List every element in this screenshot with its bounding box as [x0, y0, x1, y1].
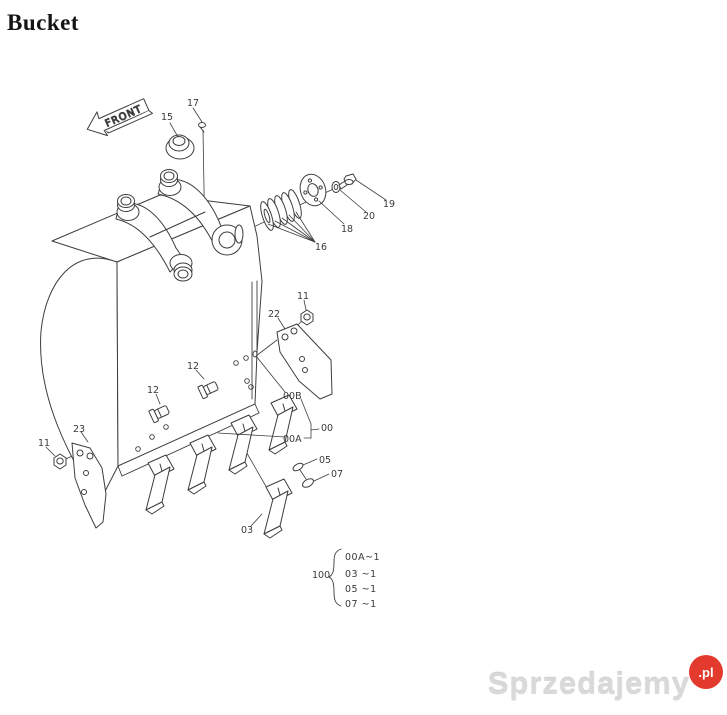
legend-brace: [328, 548, 342, 607]
part-20-washer: [331, 181, 341, 193]
watermark-text: Sprzedajemy: [487, 666, 690, 701]
part-12-bolt-a: [197, 381, 219, 400]
leader-16-fan: [267, 211, 316, 243]
callout-11-lower: 11: [38, 438, 50, 449]
part-19-bolt: [338, 173, 357, 190]
callout-00a: 00A: [283, 434, 302, 445]
part-18-disc: [299, 173, 327, 207]
boss-top-left: [116, 194, 140, 221]
boss-top-right: [158, 169, 182, 196]
exploded-parts-diagram: FRONT: [38, 98, 395, 610]
legend-item-1: 03 ~1: [345, 569, 377, 580]
part-23-side-cutter: [71, 442, 107, 529]
legend-item-2: 05 ~1: [345, 584, 377, 595]
part-03-tooth: [263, 478, 293, 539]
callout-12-b: 12: [147, 385, 159, 396]
legend-group-label: 100: [312, 570, 330, 581]
boss-bottom: [169, 254, 193, 282]
callout-22: 22: [268, 309, 280, 320]
callout-00b: 00B: [283, 391, 302, 402]
pin-hub: [211, 224, 244, 256]
callout-03: 03: [241, 525, 253, 536]
callout-19: 19: [383, 199, 395, 210]
callout-labels: 15 17 16 18 20 19 11 22 00B 00 00A 12 12…: [38, 98, 395, 536]
callout-11-upper: 11: [297, 291, 309, 302]
callout-18: 18: [341, 224, 353, 235]
part-16-shims: [260, 189, 302, 231]
callout-20: 20: [363, 211, 375, 222]
callout-05: 05: [319, 455, 331, 466]
part-17-pin: [198, 122, 206, 133]
callout-23: 23: [73, 424, 85, 435]
legend: 100 00A~1 03 ~1 05 ~1 07 ~1: [312, 548, 380, 610]
callout-15: 15: [161, 112, 173, 123]
hinge-bracket: [115, 169, 244, 282]
part-11-nut-upper: [300, 309, 314, 326]
callout-12-a: 12: [187, 361, 199, 372]
bucket-back-plate: [116, 205, 263, 467]
callout-16: 16: [315, 242, 327, 253]
front-arrow: FRONT: [86, 98, 153, 137]
legend-item-3: 07 ~1: [345, 599, 377, 610]
watermark-pl-badge: .pl: [689, 655, 723, 689]
bolt-holes: [135, 355, 254, 452]
part-07-lock: [302, 478, 314, 488]
callout-07: 07: [331, 469, 343, 480]
watermark: Sprzedajemy .pl: [487, 655, 723, 701]
part-15-grommet: [165, 134, 195, 160]
callout-00: 00: [321, 423, 333, 434]
part-05-pin: [292, 462, 304, 472]
page-title: Bucket: [7, 10, 79, 35]
legend-item-0: 00A~1: [345, 552, 380, 563]
leader-lines: [45, 107, 387, 527]
callout-17: 17: [187, 98, 199, 109]
part-22-side-cutter: [276, 323, 333, 400]
part-11-nut-lower: [53, 453, 67, 470]
part-12-bolt-b: [148, 405, 170, 424]
